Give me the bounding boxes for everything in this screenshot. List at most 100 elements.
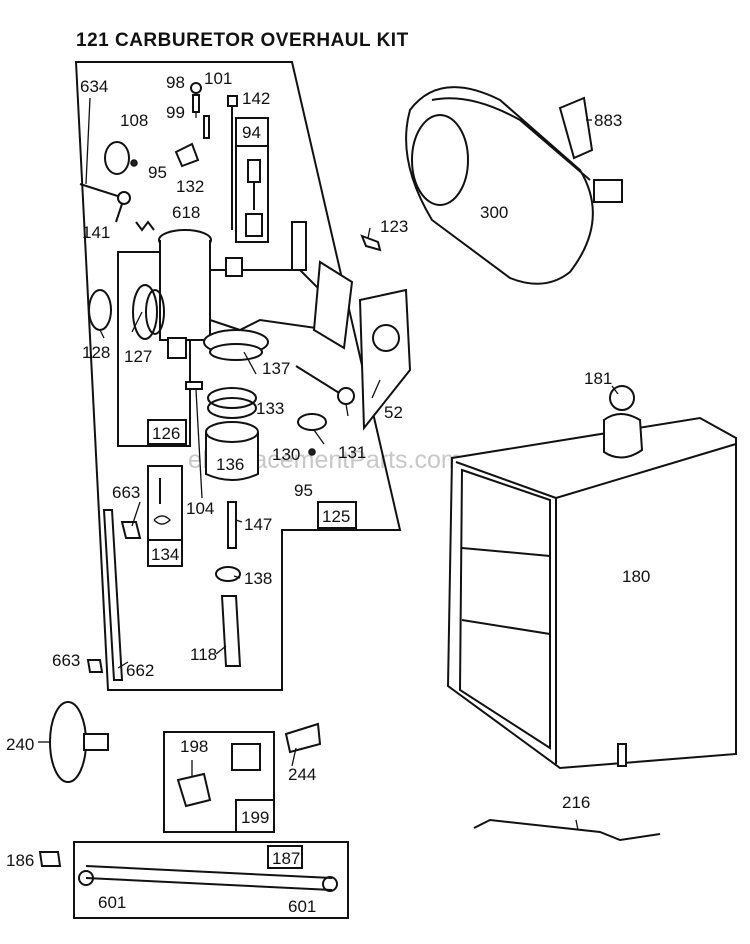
label-663-top: 663 [112, 483, 140, 502]
label-131: 131 [338, 443, 366, 462]
label-634: 634 [80, 77, 108, 96]
part-95a-screw [130, 159, 138, 167]
part-147 [227, 501, 237, 549]
label-187: 187 [272, 849, 300, 868]
label-601-left: 601 [98, 893, 126, 912]
label-244: 244 [288, 765, 316, 784]
part-240-filter [49, 701, 87, 783]
part-118 [220, 595, 242, 667]
label-138: 138 [244, 569, 272, 588]
part-601b-clamp [322, 876, 338, 892]
part-663b [86, 659, 104, 673]
part-94-needle [247, 159, 261, 183]
part-94-spring [245, 213, 263, 237]
label-180: 180 [622, 567, 650, 586]
part-123 [360, 234, 382, 252]
fuel-tank-180 [446, 416, 737, 770]
label-132: 132 [176, 177, 204, 196]
part-132 [174, 142, 200, 168]
ref-box-187 [267, 845, 303, 869]
diagram-title: 121 CARBURETOR OVERHAUL KIT [76, 30, 409, 51]
part-883-gasket [558, 96, 594, 160]
label-186: 186 [6, 851, 34, 870]
part-52-hole [372, 324, 400, 352]
part-101 [203, 115, 210, 139]
label-108: 108 [120, 111, 148, 130]
air-cleaner-300 [405, 86, 594, 285]
group-126-box [117, 251, 191, 447]
part-244 [284, 722, 322, 754]
tank-outlet [617, 743, 627, 767]
part-618-spring [135, 220, 155, 232]
label-601-right: 601 [288, 897, 316, 916]
part-130 [297, 413, 327, 431]
part-181-knob [609, 385, 635, 411]
label-883: 883 [594, 111, 622, 130]
label-95-bottom: 95 [294, 481, 313, 500]
kit-121-outline [74, 61, 402, 691]
part-138 [215, 566, 241, 582]
ref-box-125 [317, 501, 357, 529]
label-127: 127 [124, 347, 152, 366]
label-216: 216 [562, 793, 590, 812]
label-126: 126 [152, 424, 180, 443]
label-137: 137 [262, 359, 290, 378]
label-136: 136 [216, 455, 244, 474]
part-198 [176, 772, 212, 808]
label-240: 240 [6, 735, 34, 754]
ref-box-199 [235, 799, 275, 833]
group-187-box [73, 841, 349, 919]
part-136-bowl [205, 432, 259, 481]
part-181-cap [603, 413, 644, 459]
part-142-head [227, 95, 238, 107]
label-133: 133 [256, 399, 284, 418]
label-130: 130 [272, 445, 300, 464]
part-131-washer [337, 387, 355, 405]
label-300: 300 [480, 203, 508, 222]
part-663a [120, 521, 142, 539]
group-199-box [163, 731, 275, 833]
label-101: 101 [204, 69, 232, 88]
label-98: 98 [166, 73, 185, 92]
leader-lines [38, 97, 619, 831]
part-187-line-bottom [85, 877, 333, 891]
part-104 [185, 381, 203, 390]
label-118: 118 [190, 645, 217, 664]
label-663-bottom: 663 [52, 651, 80, 670]
part-199-valve [231, 743, 261, 771]
part-216-wire [473, 818, 661, 842]
part-108 [104, 141, 130, 175]
part-127-gasket [132, 284, 158, 340]
part-240-nipple [83, 733, 109, 751]
part-141 [79, 183, 126, 223]
air-cleaner-fitting [593, 179, 623, 203]
group-134-box [147, 465, 183, 541]
label-52: 52 [384, 403, 403, 422]
label-618: 618 [172, 203, 200, 222]
label-198: 198 [180, 737, 208, 756]
part-131-stud [295, 365, 345, 397]
label-94: 94 [242, 123, 261, 142]
label-99: 99 [166, 103, 185, 122]
label-104: 104 [186, 499, 214, 518]
label-662: 662 [126, 661, 154, 680]
part-136-rim [205, 421, 259, 443]
part-141-lever [117, 191, 131, 205]
ref-box-134 [147, 539, 183, 567]
ref-box-126 [147, 419, 187, 445]
label-199: 199 [241, 808, 269, 827]
label-134: 134 [151, 545, 179, 564]
clip-134 [153, 515, 171, 525]
part-98 [190, 82, 202, 94]
part-128 [88, 289, 112, 331]
part-601a-clamp [78, 870, 94, 886]
part-662-rod [102, 509, 124, 681]
label-125: 125 [322, 507, 350, 526]
label-181: 181 [584, 369, 612, 388]
label-142: 142 [242, 89, 270, 108]
part-186 [38, 851, 62, 867]
label-141: 141 [82, 223, 110, 242]
part-127-ring [145, 289, 165, 335]
part-187-line-top [85, 865, 333, 879]
